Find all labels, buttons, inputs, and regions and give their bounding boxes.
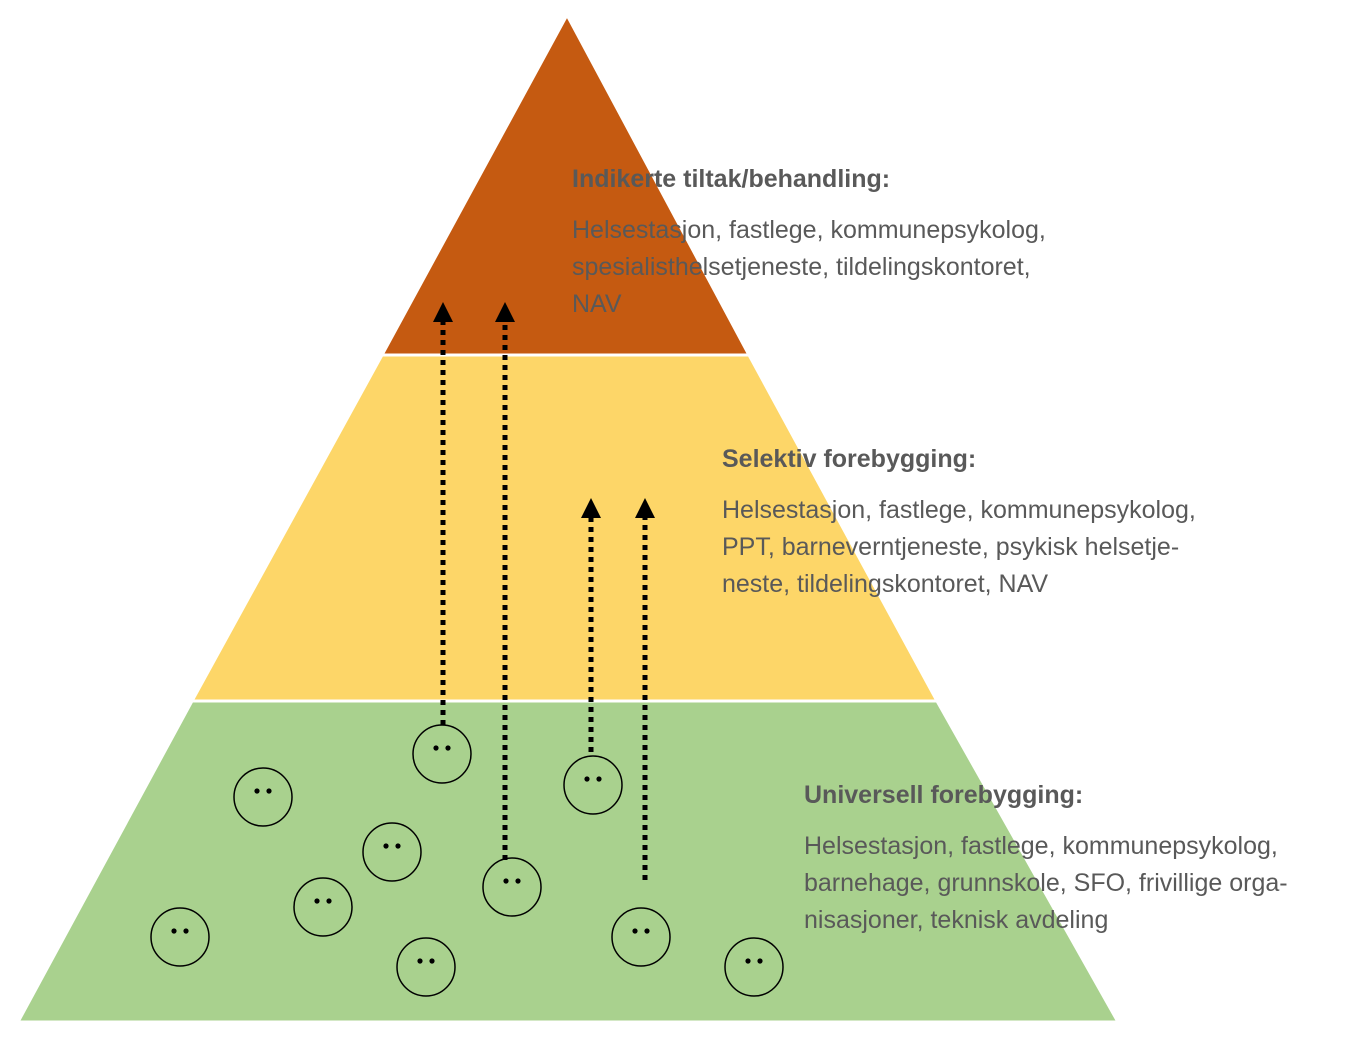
tier-label-bottom: Universell forebygging: Helsestasjon, fa… <box>804 780 1288 939</box>
smiley-face-icon <box>724 937 784 997</box>
smiley-face-icon <box>362 822 422 882</box>
tier-title-top: Indikerte tiltak/behandling: <box>572 165 891 193</box>
population-faces <box>150 724 784 997</box>
smiley-face-icon <box>482 857 542 917</box>
smiley-face-icon <box>150 907 210 967</box>
smiley-face-icon <box>293 877 353 937</box>
escalation-arrows <box>433 302 655 880</box>
tier-title-middle: Selektiv forebygging: <box>722 445 977 473</box>
tier-title-bottom: Universell forebygging: <box>804 781 1084 809</box>
tier-body-bottom: Helsestasjon, fastlege, kommunepsykolog,… <box>804 832 1288 934</box>
smiley-face-icon <box>233 767 293 827</box>
tier-label-top: Indikerte tiltak/behandling: Helsestasjo… <box>572 164 1046 323</box>
smiley-face-icon <box>396 937 456 997</box>
tier-body-middle: Helsestasjon, fastlege, kommunepsykolog,… <box>722 496 1196 598</box>
smiley-face-icon <box>611 907 671 967</box>
smiley-face-icon <box>563 755 623 815</box>
smiley-face-icon <box>412 724 472 784</box>
tier-label-middle: Selektiv forebygging: Helsestasjon, fast… <box>722 444 1196 603</box>
pyramid-tier-top <box>379 11 752 357</box>
tier-body-top: Helsestasjon, fastlege, kommunepsykolog,… <box>572 216 1046 318</box>
